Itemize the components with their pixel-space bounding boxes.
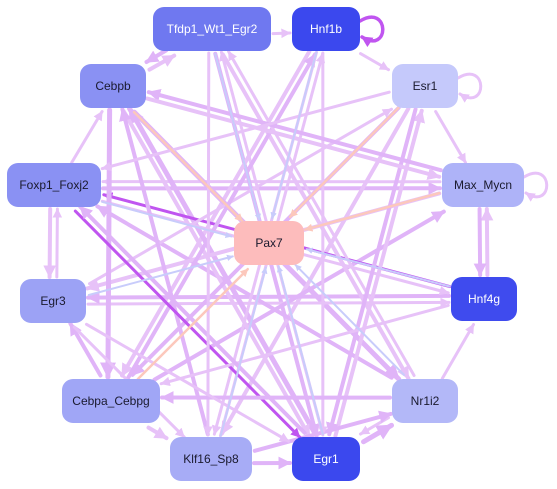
edge-Foxp1_Foxj2-to-Cebpb [70, 110, 104, 165]
edge-Max_Mycn-to-Hnf4g [473, 207, 487, 278]
edge-Tfdp1_Wt1_Egr2-to-Pax7 [214, 52, 261, 221]
edge-Egr3-to-Egr1 [84, 322, 290, 443]
node-Cebpa_Cebpg[interactable]: Cebpa_Cebpg [62, 379, 160, 423]
edge-Cebpb-to-Egr1 [121, 109, 312, 439]
edge-Max_Mycn-to-Pax7 [303, 191, 441, 232]
node-Klf16_Sp8[interactable]: Klf16_Sp8 [170, 437, 252, 481]
edge-Egr3-to-Hnf4g [86, 297, 451, 308]
edge-Esr1-to-Foxp1_Foxj2 [100, 90, 391, 172]
edge-Hnf1b-to-Hnf1b [358, 15, 385, 48]
edge-Hnf1b-to-Cebpa_Cebpg [120, 49, 312, 378]
edge-Foxp1_Foxj2-to-Egr3 [43, 206, 57, 279]
node-Nr1i2[interactable]: Nr1i2 [392, 379, 458, 423]
edge-Nr1i2-to-Foxp1_Foxj2 [95, 204, 394, 380]
node-box[interactable] [170, 437, 252, 481]
node-box[interactable] [62, 379, 160, 423]
node-Foxp1_Foxj2[interactable]: Foxp1_Foxj2 [7, 163, 101, 207]
node-box[interactable] [292, 7, 360, 51]
edge-Foxp1_Foxj2-to-Pax7 [101, 200, 233, 239]
node-label: Hnf4g [468, 292, 500, 306]
edge-Hnf4g-to-Pax7 [305, 247, 451, 288]
node-label: Max_Mycn [454, 178, 512, 192]
edge-Nr1i2-to-Pax7 [294, 263, 406, 376]
node-label: Egr3 [40, 294, 66, 308]
edge-Cebpa_Cebpg-to-Max_Mycn [152, 209, 446, 382]
node-label: Klf16_Sp8 [183, 452, 239, 466]
edge-Hnf1b-to-Esr1 [359, 52, 391, 72]
edge-layer [43, 15, 549, 470]
edge-Nr1i2-to-Tfdp1_Wt1_Egr2 [227, 50, 416, 378]
node-box[interactable] [442, 163, 524, 207]
node-box[interactable] [451, 277, 517, 321]
node-label: Pax7 [255, 236, 283, 250]
edge-Klf16_Sp8-to-Cebpb [119, 107, 210, 437]
node-box[interactable] [392, 64, 458, 108]
node-Egr1[interactable]: Egr1 [292, 437, 360, 481]
edge-Esr1-to-Egr1 [326, 107, 418, 437]
edge-Cebpb-to-Tfdp1_Wt1_Egr2 [147, 53, 177, 72]
node-Pax7[interactable]: Pax7 [234, 221, 304, 265]
edge-Tfdp1_Wt1_Egr2-to-Hnf1b [271, 28, 292, 39]
edge-Nr1i2-to-Hnf4g [440, 323, 476, 381]
edge-Hnf4g-to-Egr3 [85, 291, 451, 304]
node-label: Hnf1b [310, 22, 342, 36]
node-label: Nr1i2 [411, 394, 440, 408]
edge-Egr3-to-Foxp1_Foxj2 [52, 207, 63, 279]
node-label: Cebpb [95, 79, 131, 93]
edge-Egr1-to-Foxp1_Foxj2 [78, 204, 307, 435]
edge-Egr1-to-Nr1i2 [361, 422, 395, 445]
node-box[interactable] [7, 163, 101, 207]
node-label: Egr1 [313, 452, 339, 466]
edge-Egr3-to-Esr1 [88, 107, 394, 286]
node-Egr3[interactable]: Egr3 [20, 279, 86, 323]
node-box[interactable] [153, 7, 271, 51]
node-label: Tfdp1_Wt1_Egr2 [167, 22, 258, 36]
edge-Hnf1b-to-Pax7 [270, 51, 318, 220]
edge-Egr1-to-Pax7 [276, 265, 324, 436]
edge-Tfdp1_Wt1_Egr2-to-Klf16_Sp8 [203, 51, 213, 437]
node-box[interactable] [80, 64, 146, 108]
edge-Max_Mycn-to-Max_Mycn [522, 171, 549, 202]
node-label: Esr1 [413, 79, 438, 93]
edge-Cebpa_Cebpg-to-Egr3 [68, 321, 103, 378]
edge-Egr3-to-Pax7 [87, 254, 234, 297]
edge-Klf16_Sp8-to-Pax7 [219, 266, 268, 437]
node-label: Cebpa_Cebpg [72, 394, 149, 408]
node-box[interactable] [292, 437, 360, 481]
edge-Egr1-to-Esr1 [333, 108, 425, 438]
node-Cebpb[interactable]: Cebpb [80, 64, 146, 108]
node-box[interactable] [20, 279, 86, 323]
node-Hnf1b[interactable]: Hnf1b [292, 7, 360, 51]
edge-Esr1-to-Esr1 [456, 72, 483, 103]
edge-Cebpa_Cebpg-to-Klf16_Sp8 [146, 425, 169, 441]
edge-Cebpb-to-Pax7 [132, 110, 244, 223]
node-Max_Mycn[interactable]: Max_Mycn [442, 163, 524, 207]
node-box[interactable] [234, 221, 304, 265]
edge-Cebpa_Cebpg-to-Hnf1b [125, 52, 317, 381]
node-Esr1[interactable]: Esr1 [392, 64, 458, 108]
edge-Tfdp1_Wt1_Egr2-to-Cebpb [144, 48, 169, 65]
node-Hnf4g[interactable]: Hnf4g [451, 277, 517, 321]
edge-Esr1-to-Max_Mycn [434, 110, 467, 165]
node-label: Foxp1_Foxj2 [19, 178, 89, 192]
node-Tfdp1_Wt1_Egr2[interactable]: Tfdp1_Wt1_Egr2 [153, 7, 271, 51]
edge-Esr1-to-Pax7 [288, 106, 400, 219]
edge-Cebpa_Cebpg-to-Pax7 [136, 267, 250, 381]
node-box[interactable] [392, 379, 458, 423]
edge-Hnf4g-to-Max_Mycn [480, 206, 494, 277]
edge-Egr1-to-Cebpb [127, 106, 318, 437]
